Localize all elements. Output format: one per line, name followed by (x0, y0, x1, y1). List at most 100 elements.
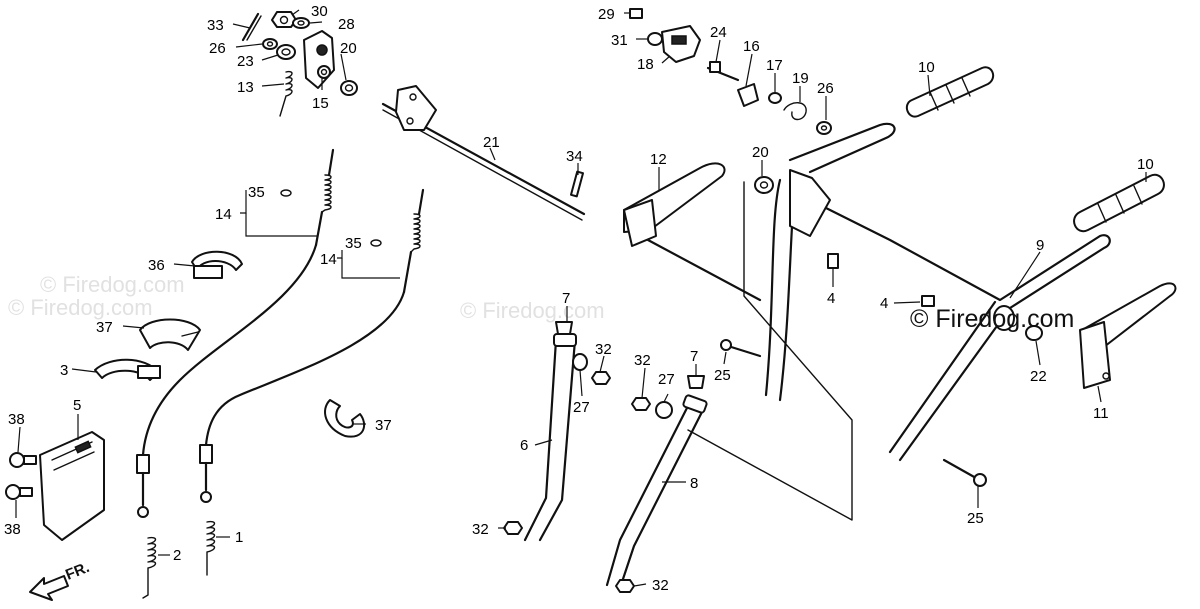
part-band-3[interactable] (94, 358, 161, 381)
part-collar-27-right[interactable] (655, 401, 673, 419)
callout-34: 34 (566, 148, 583, 165)
part-nut-30[interactable] (271, 11, 297, 28)
callout-1: 1 (235, 529, 243, 546)
callout-19: 19 (792, 70, 809, 87)
part-bracket-15[interactable] (303, 30, 335, 89)
part-bracket-18[interactable] (661, 25, 701, 63)
callout-18: 18 (637, 56, 654, 73)
front-direction-arrow: FR. (29, 559, 92, 601)
callout-7-left: 7 (562, 290, 570, 307)
part-bolt-4-center[interactable] (827, 253, 839, 269)
callout-32-c: 32 (472, 521, 489, 538)
part-bolt-38-bottom[interactable] (5, 484, 33, 500)
part-nut-32-b[interactable] (631, 397, 651, 411)
assembly-outline (687, 181, 853, 521)
part-collar-17[interactable] (768, 92, 782, 104)
part-lever-12[interactable] (623, 162, 762, 302)
callout-15: 15 (312, 95, 329, 112)
part-bolt-24[interactable] (706, 61, 740, 82)
part-collar-27-left[interactable] (572, 353, 588, 371)
leader-lines (15, 9, 1147, 587)
part-collar-23[interactable] (276, 44, 296, 60)
callout-36: 36 (148, 257, 165, 274)
callout-20-right: 20 (752, 144, 769, 161)
callout-labels: 33 30 28 26 20 23 13 15 21 34 35 14 35 1… (4, 3, 1154, 594)
part-washer-28[interactable] (292, 17, 310, 29)
part-cover-5[interactable] (39, 431, 105, 541)
callout-27-right: 27 (658, 371, 675, 388)
part-bolt-25-right[interactable] (942, 458, 987, 487)
part-lever-11[interactable] (1079, 282, 1177, 389)
front-direction-label: FR. (63, 559, 92, 584)
callout-30: 30 (311, 3, 328, 20)
callout-35-right: 35 (345, 235, 362, 252)
part-bolt-25-center[interactable] (720, 339, 762, 358)
watermark-main: © Firedog.com (910, 305, 1074, 333)
part-cap-7-right[interactable] (687, 375, 705, 389)
callout-4-right: 4 (880, 295, 888, 312)
callout-14-right: 14 (320, 251, 337, 268)
part-screw-29[interactable] (629, 8, 643, 19)
callout-24: 24 (710, 24, 727, 41)
part-nut-31[interactable] (647, 32, 663, 46)
part-spring-2[interactable] (142, 536, 157, 599)
part-pin-34[interactable] (569, 170, 585, 198)
callout-38-bottom: 38 (4, 521, 21, 538)
callout-11: 11 (1093, 405, 1109, 422)
callout-21: 21 (483, 134, 500, 151)
part-handle-9[interactable] (764, 122, 1111, 462)
part-clip-16[interactable] (737, 83, 759, 107)
callout-31: 31 (611, 32, 628, 49)
part-bolt-38-top[interactable] (9, 452, 37, 468)
part-nut-32-c[interactable] (503, 521, 523, 535)
part-bolt-4-right[interactable] (921, 295, 935, 307)
callout-38-top: 38 (8, 411, 25, 428)
part-grip-10-right[interactable] (1073, 173, 1165, 233)
part-washer-26-right[interactable] (816, 121, 832, 135)
part-stay-8[interactable] (605, 394, 708, 590)
callout-16: 16 (743, 38, 760, 55)
part-clamp-37-right[interactable] (324, 399, 366, 438)
callout-6: 6 (520, 437, 528, 454)
callout-28: 28 (338, 16, 355, 33)
part-nut-32-d[interactable] (615, 579, 635, 593)
callout-27-left: 27 (573, 399, 590, 416)
callout-10-right: 10 (1137, 156, 1154, 173)
part-clip-35-left[interactable] (280, 189, 292, 197)
callout-3: 3 (60, 362, 68, 379)
part-grip-10-top[interactable] (905, 66, 995, 118)
part-collar-20-left[interactable] (340, 80, 358, 96)
callout-4-center: 4 (827, 290, 835, 307)
callout-35-left: 35 (248, 184, 265, 201)
part-clip-35-right[interactable] (370, 239, 382, 247)
callout-37-left: 37 (96, 319, 113, 336)
part-washer-26[interactable] (262, 38, 278, 50)
callout-9: 9 (1036, 237, 1044, 254)
callout-32-d: 32 (652, 577, 669, 594)
part-nut-32-a[interactable] (591, 371, 611, 385)
part-collar-20-right[interactable] (754, 176, 774, 194)
callout-32-a: 32 (595, 341, 612, 358)
watermark-faint-2: © Firedog.com (460, 298, 605, 323)
part-cable-14-left[interactable] (136, 148, 335, 518)
callout-10-top: 10 (918, 59, 935, 76)
callout-7-right: 7 (690, 348, 698, 365)
callout-22: 22 (1030, 368, 1047, 385)
part-band-36[interactable] (191, 250, 243, 279)
part-stay-6[interactable] (523, 333, 577, 542)
callout-33: 33 (207, 17, 224, 34)
part-clamp-37-left[interactable] (139, 318, 201, 351)
part-cable-14-right[interactable] (199, 188, 425, 503)
part-rod-21[interactable] (381, 85, 586, 221)
part-spring-1[interactable] (206, 520, 216, 576)
part-collar-22[interactable] (1025, 325, 1043, 341)
part-spring-19[interactable] (783, 102, 807, 121)
callout-2: 2 (173, 547, 181, 564)
callout-26: 26 (209, 40, 226, 57)
part-cap-7-left[interactable] (555, 321, 573, 335)
callout-25-right: 25 (967, 510, 984, 527)
part-cotter-pin-33[interactable] (241, 12, 262, 42)
callout-25-center: 25 (714, 367, 731, 384)
part-spring-13[interactable] (279, 70, 293, 117)
callout-13: 13 (237, 79, 254, 96)
